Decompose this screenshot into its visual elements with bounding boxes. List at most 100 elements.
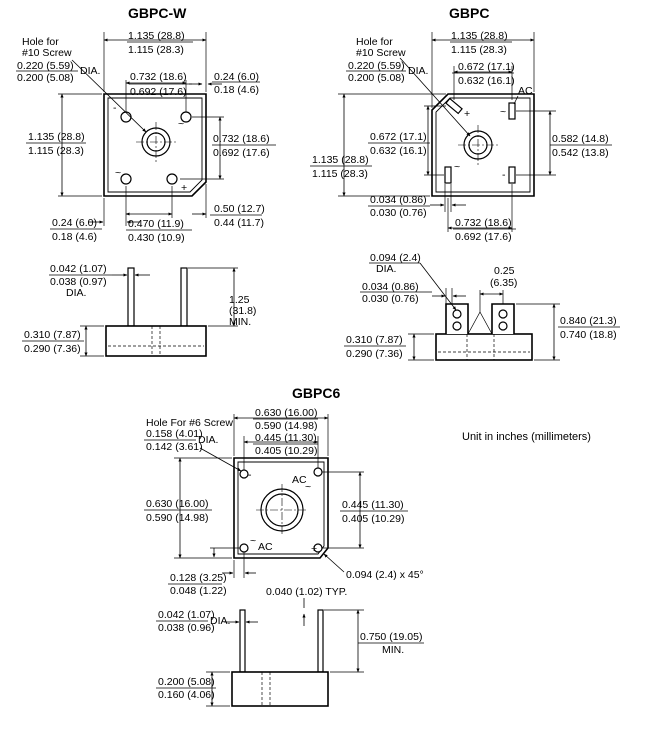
gbpc-hole-label-2: #10 Screw: [356, 47, 406, 59]
gbpc-term-4: [508, 166, 516, 184]
gbpc6-lead-len-2: MIN.: [382, 644, 404, 656]
gbpcw-lead-len-3: MIN.: [229, 316, 251, 328]
gbpc-term-w-min: 0.030 (0.76): [370, 207, 427, 219]
gbpcw-top-view: - ~ ~ +: [103, 93, 207, 197]
gbpcw-pin-mark-ac2: ~: [115, 167, 121, 179]
gbpc-pin-mark-pos: +: [464, 108, 470, 120]
gbpcw-lead-len-2: (31.8): [229, 305, 256, 317]
gbpcw-vinner-max: 0.732 (18.6): [213, 133, 270, 145]
gbpcw-width-min: 1.115 (28.3): [128, 44, 184, 56]
gbpc-right-inner-max: 0.582 (14.8): [552, 133, 609, 145]
gbpcw-left-edge-max: 0.24 (6.0): [52, 217, 97, 229]
gbpc6-pin-mark-pos: +: [311, 543, 317, 555]
gbpc6-hole-dia-min: 0.142 (3.61): [146, 441, 203, 453]
gbpcw-lead-len-1: 1.25: [229, 294, 250, 306]
gbpc6-pin-mark-ac2: ~: [250, 535, 256, 547]
gbpc-right-inner-min: 0.542 (13.8): [552, 147, 609, 159]
gbpcw-left-edge-min: 0.18 (4.6): [52, 231, 97, 243]
gbpc6-lead-dia-max: 0.042 (1.07): [158, 609, 215, 621]
gbpc-left-inner-min: 0.632 (16.1): [370, 145, 427, 157]
gbpc6-body-h-max: 0.200 (5.08): [158, 676, 215, 688]
gbpc6-pin-mark-ac1: ~: [305, 481, 311, 493]
gbpcw-width-max: 1.135 (28.8): [128, 30, 185, 42]
gbpc6-width-min: 0.590 (14.98): [255, 420, 317, 432]
gbpc-term-t-min: 0.030 (0.76): [362, 293, 419, 305]
gbpcw-hole-dia-max: 0.220 (5.59): [17, 60, 74, 72]
gbpc6-ac-bottom: AC: [258, 541, 273, 553]
gbpc-side-view: [435, 303, 533, 361]
gbpc-hole-dia-min: 0.200 (5.08): [348, 72, 405, 84]
gbpcw-body-h-min: 0.290 (7.36): [24, 343, 81, 355]
gbpcw-hole-label-1: Hole for: [22, 36, 59, 48]
title-gbpcw: GBPC-W: [128, 5, 187, 21]
gbpc-bottom-inner-max: 0.732 (18.6): [455, 217, 512, 229]
gbpcw-hole-label-2: #10 Screw: [22, 47, 72, 59]
gbpc-left-inner-max: 0.672 (17.1): [370, 131, 427, 143]
gbpcw-pin-3: [120, 173, 132, 185]
gbpc-term-2: [508, 102, 516, 120]
gbpcw-corner-min: 0.44 (11.7): [214, 217, 264, 229]
gbpcw-lead-dia-min: 0.038 (0.97): [50, 276, 107, 288]
gbpcw-corner-max: 0.50 (12.7): [214, 203, 265, 215]
gbpc-total-h-max: 0.840 (21.3): [560, 315, 617, 327]
gbpcw-pin-space-max: 0.470 (11.9): [128, 218, 184, 230]
gbpc-body-h-min: 0.290 (7.36): [346, 348, 403, 360]
gbpc6-top-view: - ~ ~ + AC AC: [233, 457, 329, 559]
gbpc6-height-max: 0.630 (16.00): [146, 498, 208, 510]
gbpc6-hole-label: Hole For #6 Screw: [146, 417, 233, 429]
gbpcw-hole-dia-min: 0.200 (5.08): [17, 72, 74, 84]
gbpc-bottom-inner-min: 0.692 (17.6): [455, 231, 512, 243]
gbpc-pin-mark-ac1: ~: [500, 106, 506, 118]
gbpcw-height-max: 1.135 (28.8): [28, 131, 85, 143]
gbpc6-height-min: 0.590 (14.98): [146, 512, 208, 524]
gbpc-pin-mark-neg: -: [502, 169, 506, 181]
gbpc6-lead-dia-min: 0.038 (0.96): [158, 622, 215, 634]
gbpc6-lead-dia-suffix: DIA.: [210, 615, 230, 627]
gbpcw-body-h-max: 0.310 (7.87): [24, 329, 81, 341]
gbpc-height-min: 1.115 (28.3): [312, 168, 368, 180]
gbpc-top-view: + ~ ~ -: [431, 93, 535, 197]
gbpc6-body-h-min: 0.160 (4.06): [158, 689, 215, 701]
gbpc-pin-mark-ac2: ~: [454, 161, 460, 173]
gbpc6-edge-min: 0.048 (1.22): [170, 585, 227, 597]
gbpc-term-t-max: 0.034 (0.86): [362, 281, 419, 293]
gbpc6-pin-mark-neg: -: [248, 469, 252, 481]
gbpc-hole-dia-suffix: DIA.: [408, 65, 428, 77]
gbpc6-lead-len-1: 0.750 (19.05): [360, 631, 422, 643]
gbpcw-edge-min: 0.18 (4.6): [214, 84, 259, 96]
gbpc-body-h-max: 0.310 (7.87): [346, 334, 403, 346]
gbpcw-lead-dia-suffix: DIA.: [66, 287, 86, 299]
gbpc6-side-view: [231, 609, 329, 707]
gbpc6-ac-top: AC: [292, 474, 307, 486]
gbpc6-vinner-max: 0.445 (11.30): [342, 499, 404, 511]
gbpc-term-3: [444, 166, 452, 184]
unit-note: Unit in inches (millimeters): [462, 431, 591, 443]
gbpcw-pin-mark-pos: +: [181, 182, 187, 194]
gbpc-ac-label: AC: [518, 85, 533, 97]
gbpc6-chamfer: 0.094 (2.4) x 45°: [346, 569, 424, 581]
gbpcw-lead-dia-max: 0.042 (1.07): [50, 263, 107, 275]
gbpc6-pin-3: [239, 543, 249, 553]
gbpc6-pin-1: [239, 469, 249, 479]
gbpcw-height-min: 1.115 (28.3): [28, 145, 84, 157]
gbpc-total-h-min: 0.740 (18.8): [560, 329, 617, 341]
gbpc-term-w-max: 0.034 (0.86): [370, 194, 427, 206]
gbpc6-pin-2: [313, 467, 323, 477]
gbpc-hole-dia-max: 0.220 (5.59): [348, 60, 405, 72]
gbpc-top-inner-max: 0.672 (17.1): [458, 61, 515, 73]
gbpc-term-1: [445, 97, 463, 115]
gbpc6-inner-min: 0.405 (10.29): [255, 445, 317, 457]
title-gbpc: GBPC: [449, 5, 489, 21]
gbpc-hole-label-1: Hole for: [356, 36, 393, 48]
gbpcw-vinner-min: 0.692 (17.6): [213, 147, 270, 159]
gbpcw-pin-mark-neg: -: [113, 102, 117, 114]
gbpc-height-max: 1.135 (28.8): [312, 154, 369, 166]
gbpcw-inner-max: 0.732 (18.6): [130, 71, 187, 83]
gbpcw-edge-max: 0.24 (6.0): [214, 71, 259, 83]
gbpc6-lead-pitch: 0.040 (1.02) TYP.: [266, 586, 347, 598]
gbpc6-hole-dia-suffix: DIA.: [198, 434, 218, 446]
gbpcw-inner-min: 0.692 (17.6): [130, 86, 187, 98]
gbpc6-hole-dia-max: 0.158 (4.01): [146, 428, 203, 440]
gbpcw-pin-mark-ac1: ~: [178, 118, 184, 130]
